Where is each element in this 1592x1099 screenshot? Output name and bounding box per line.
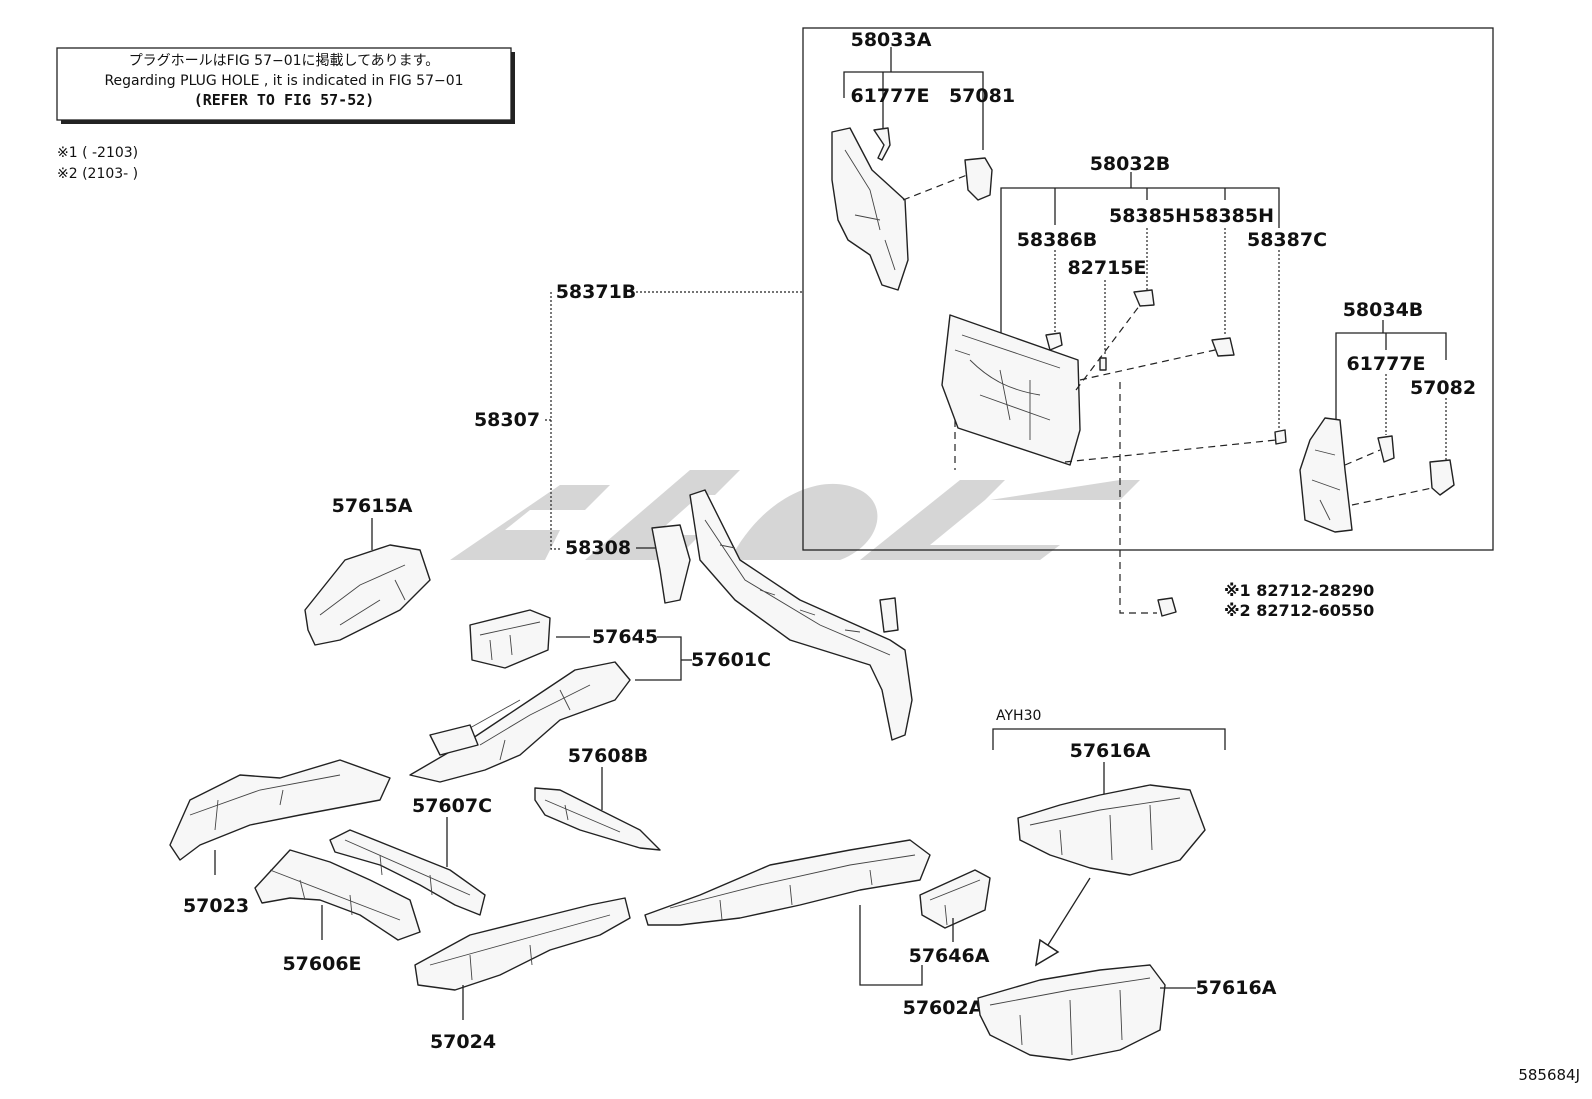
part-57616A-upper[interactable] [1017,784,1206,876]
label-57645[interactable]: 57645 [592,626,658,648]
part-57023[interactable] [169,759,391,861]
notice-line-en: Regarding PLUG HOLE , it is indicated in… [104,73,463,89]
part-58385H-bracket-a[interactable] [1133,289,1155,307]
label-82715E[interactable]: 82715E [1067,257,1146,279]
label-57646A[interactable]: 57646A [909,945,990,967]
label-58371B[interactable]: 58371B [556,281,637,303]
label-57082[interactable]: 57082 [1410,377,1476,399]
label-57608B[interactable]: 57608B [568,745,649,767]
figure-id: 585684J [1518,1066,1580,1084]
part-57616A-lower[interactable] [977,964,1166,1061]
label-57601C[interactable]: 57601C [691,649,771,671]
label-58385H-b[interactable]: 58385H [1192,205,1274,227]
part-57607C[interactable] [329,829,486,916]
label-61777E-upper[interactable]: 61777E [850,85,929,107]
part-57024[interactable] [414,897,631,991]
part-61777E-bracket-upper[interactable] [873,127,891,161]
part-57606E[interactable] [254,849,421,941]
part-82715E-clip[interactable] [1099,357,1107,371]
group-box-58371B [802,27,1494,551]
notice-line-jp: プラグホールはFIG 57−01に掲載してあります。 [129,53,440,69]
label-58385H-a[interactable]: 58385H [1109,205,1191,227]
watermark-logo [450,470,1140,560]
part-61777E-bracket-lower[interactable] [1377,435,1395,463]
part-57646A[interactable] [919,869,991,929]
label-57616A-upper[interactable]: 57616A [1070,740,1151,762]
legend-item-1: ※1 ( -2103) [57,145,138,161]
label-57081[interactable]: 57081 [949,85,1015,107]
label-58386B[interactable]: 58386B [1017,229,1098,251]
notice-line-ref: (REFER TO FIG 57-52) [194,91,375,109]
part-57602A[interactable] [644,839,931,926]
label-57616A-lower[interactable]: 57616A [1196,977,1277,999]
label-57606E[interactable]: 57606E [282,953,361,975]
part-58034B-pillar[interactable] [1299,417,1353,533]
part-57608B[interactable] [534,787,661,851]
label-57024[interactable]: 57024 [430,1031,496,1053]
label-58387C[interactable]: 58387C [1247,229,1327,251]
label-61777E-lower[interactable]: 61777E [1346,353,1425,375]
part-82712-clip[interactable] [1157,597,1177,617]
label-57615A[interactable]: 57615A [332,495,413,517]
part-58307-crossmember[interactable] [689,489,913,741]
part-58385H-bracket-b[interactable] [1211,337,1235,357]
label-58034B[interactable]: 58034B [1343,299,1424,321]
part-58386B-bracket[interactable] [1045,332,1063,351]
label-57602A[interactable]: 57602A [903,997,984,1019]
part-58387C-tab[interactable] [1274,429,1287,445]
part-57082-bracket[interactable] [1429,459,1455,496]
label-58033A[interactable]: 58033A [851,29,932,51]
part-58308-bracket[interactable] [651,524,691,604]
label-57023[interactable]: 57023 [183,895,249,917]
label-57607C[interactable]: 57607C [412,795,492,817]
label-ayh30: AYH30 [996,708,1041,724]
label-58307[interactable]: 58307 [474,409,540,431]
label-58308[interactable]: 58308 [565,537,631,559]
label-clip-1[interactable]: ※1 82712-28290 [1224,581,1374,600]
label-clip-2[interactable]: ※2 82712-60550 [1224,601,1374,620]
part-57615A[interactable] [304,544,431,646]
notice-box: プラグホールはFIG 57−01に掲載してあります。 Regarding PLU… [56,47,515,124]
arrow-icon [1035,938,1060,967]
legend-item-2: ※2 (2103- ) [57,166,138,182]
label-58032B[interactable]: 58032B [1090,153,1171,175]
part-58032B-panel[interactable] [941,314,1081,466]
part-58033A-pillar[interactable] [831,127,909,291]
part-57081-bracket[interactable] [964,157,993,201]
